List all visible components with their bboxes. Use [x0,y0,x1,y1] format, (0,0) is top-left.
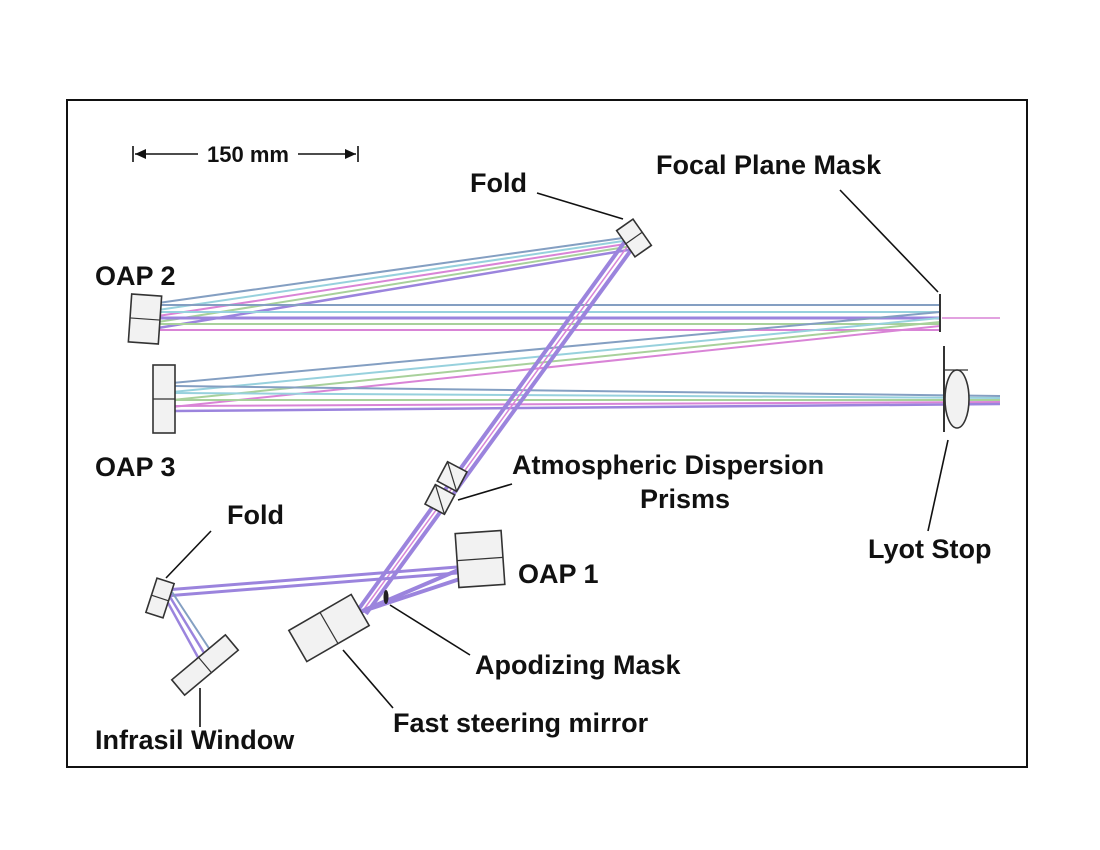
apodizing-mask-optic [383,590,389,604]
oap3-optic [152,364,176,434]
fold-mirror-bottom [144,577,176,619]
label-focal-plane-mask: Focal Plane Mask [656,150,882,180]
fold-mirror-top [615,218,653,258]
beam-fold-to-fsm [356,238,636,616]
adp-prisms-optic [423,460,469,516]
beam-oap1-to-fold [164,564,471,598]
label-apodizing-mask: Apodizing Mask [475,650,681,680]
lyot-stop-optic [943,346,970,432]
label-infrasil-window: Infrasil Window [95,725,295,755]
scale-bar-label: 150 mm [207,142,289,167]
light-beams [157,236,1001,671]
infrasil-window-optic [170,633,240,697]
label-fast-steering-mirror: Fast steering mirror [393,708,649,738]
scale-bar: 150 mm [132,142,359,167]
label-fold-bottom: Fold [227,500,284,530]
label-adp-line2: Prisms [640,484,730,514]
leader-lyot-stop [927,439,949,532]
leader-focal-plane-mask [839,189,939,293]
beam-oap3-to-lyot [174,385,1001,413]
label-adp-line1: Atmospheric Dispersion [512,450,824,480]
fast-steering-mirror-optic [287,593,371,663]
leader-fold-top [536,192,624,220]
scale-bar-right-arrow [345,149,356,159]
beam-oap2-to-fold [157,236,635,330]
label-oap1: OAP 1 [518,559,599,589]
oap2-optic [127,293,163,345]
leader-fast-steering-mirror [342,649,394,709]
leader-adp [457,483,513,501]
label-oap3: OAP 3 [95,452,176,482]
label-oap2: OAP 2 [95,261,176,291]
leader-fold-bottom [165,530,212,579]
label-fold-top: Fold [470,168,527,198]
scale-bar-left-arrow [135,149,146,159]
oap1-optic [454,529,506,589]
leader-apodizing-mask [389,604,471,656]
label-lyot-stop: Lyot Stop [868,534,991,564]
